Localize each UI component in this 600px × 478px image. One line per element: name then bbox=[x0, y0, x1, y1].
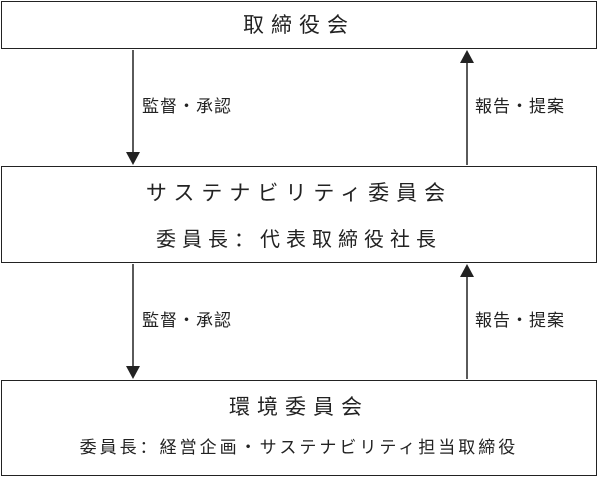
upper-oversight-label: 監督・承認 bbox=[142, 97, 232, 117]
sustainability-committee-title: サステナビリティ委員会 bbox=[145, 181, 453, 205]
upper-up-arrowhead bbox=[460, 50, 474, 63]
environment-committee-chair: 委員長：経営企画・サステナビリティ担当取締役 bbox=[79, 438, 519, 458]
upper-down-arrowhead bbox=[126, 152, 140, 165]
lower-up-arrowhead bbox=[460, 264, 474, 277]
sustainability-committee-chair: 委員長：代表取締役社長 bbox=[156, 227, 442, 251]
environment-committee-title: 環境委員会 bbox=[229, 395, 369, 419]
sustainability-committee-box: サステナビリティ委員会 委員長：代表取締役社長 bbox=[1, 166, 597, 263]
lower-down-arrowhead bbox=[126, 366, 140, 379]
board-of-directors-title: 取締役会 bbox=[243, 13, 355, 37]
environment-committee-box: 環境委員会 委員長：経営企画・サステナビリティ担当取締役 bbox=[1, 380, 597, 476]
upper-report-label: 報告・提案 bbox=[475, 97, 565, 117]
lower-oversight-label: 監督・承認 bbox=[142, 311, 232, 331]
lower-report-label: 報告・提案 bbox=[475, 311, 565, 331]
board-of-directors-box: 取締役会 bbox=[1, 1, 597, 49]
